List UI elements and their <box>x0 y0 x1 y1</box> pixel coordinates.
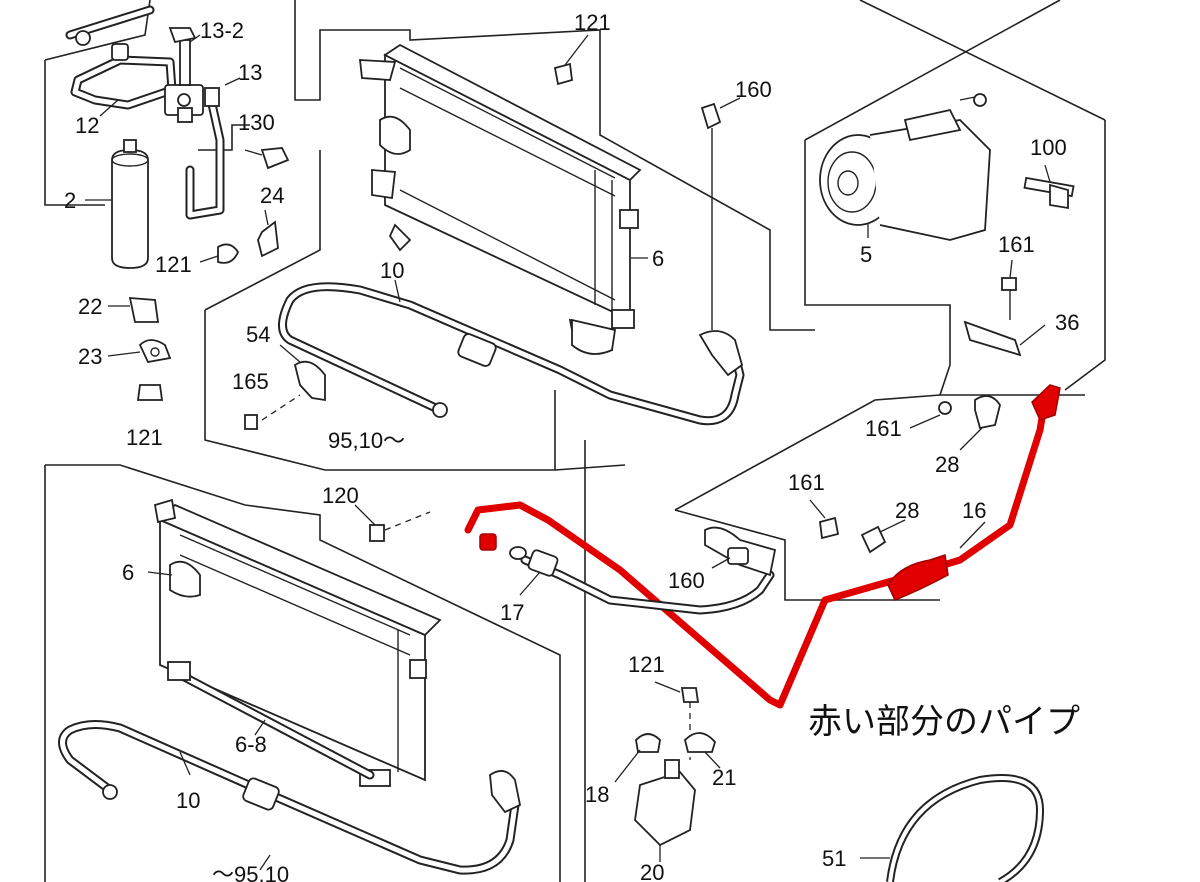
label-22: 22 <box>78 294 102 319</box>
label-13: 13 <box>238 60 262 85</box>
label-23: 23 <box>78 344 102 369</box>
label-18: 18 <box>585 782 609 807</box>
label-28-a: 28 <box>935 452 959 477</box>
compressor-5 <box>819 93 1075 357</box>
label-36: 36 <box>1055 310 1079 335</box>
bolt-120 <box>369 511 431 542</box>
label-160-mid: 160 <box>668 568 705 593</box>
label-21: 21 <box>712 765 736 790</box>
bracket-54 <box>244 360 326 430</box>
bolt-160-top <box>553 62 722 330</box>
label-161-c: 161 <box>788 470 825 495</box>
label-54: 54 <box>246 322 270 347</box>
label-28-b: 28 <box>895 498 919 523</box>
label-121-a: 121 <box>155 252 192 277</box>
label-13-2: 13-2 <box>200 18 244 43</box>
label-95-10: 95,10〜 <box>328 428 405 453</box>
caption-red-pipe: 赤い部分のパイプ <box>808 702 1080 742</box>
part-labels: 13-2 13 12 130 2 24 121 22 23 121 121 16… <box>64 10 1079 882</box>
label-161-b: 161 <box>865 416 902 441</box>
hardware-28-161 <box>819 395 1001 554</box>
label-24: 24 <box>260 183 284 208</box>
label-121-bottom: 121 <box>628 652 665 677</box>
label-100: 100 <box>1030 135 1067 160</box>
label-10-top: 10 <box>380 258 404 283</box>
label-17: 17 <box>500 600 524 625</box>
highlighted-pipe-16 <box>464 384 1061 709</box>
label-51: 51 <box>822 846 846 871</box>
label-6-top: 6 <box>652 246 664 271</box>
label-6-8: 6-8 <box>235 732 267 757</box>
label-6-left: 6 <box>122 560 134 585</box>
label-95-10-bottom: 〜95,10 <box>212 862 289 882</box>
label-10-bottom: 10 <box>176 788 200 813</box>
label-160-top: 160 <box>735 77 772 102</box>
label-120: 120 <box>322 483 359 508</box>
condenser-lower <box>153 498 442 787</box>
receiver-drier-group <box>65 5 290 401</box>
bottom-middle-parts <box>634 687 717 847</box>
label-2: 2 <box>64 188 76 213</box>
belt-51 <box>886 774 1045 882</box>
label-161-a: 161 <box>998 232 1035 257</box>
label-165: 165 <box>232 369 269 394</box>
region-frames <box>44 0 1106 882</box>
label-121-top: 121 <box>574 10 611 35</box>
label-130: 130 <box>238 110 275 135</box>
pipe-17 <box>509 526 777 615</box>
label-12: 12 <box>75 113 99 138</box>
label-5: 5 <box>860 242 872 267</box>
label-121-b: 121 <box>126 425 163 450</box>
pipe-10-upper <box>278 282 745 426</box>
label-16: 16 <box>962 498 986 523</box>
label-20: 20 <box>640 860 664 882</box>
leader-lines <box>85 34 1051 871</box>
pipe-10-lower <box>58 720 522 875</box>
